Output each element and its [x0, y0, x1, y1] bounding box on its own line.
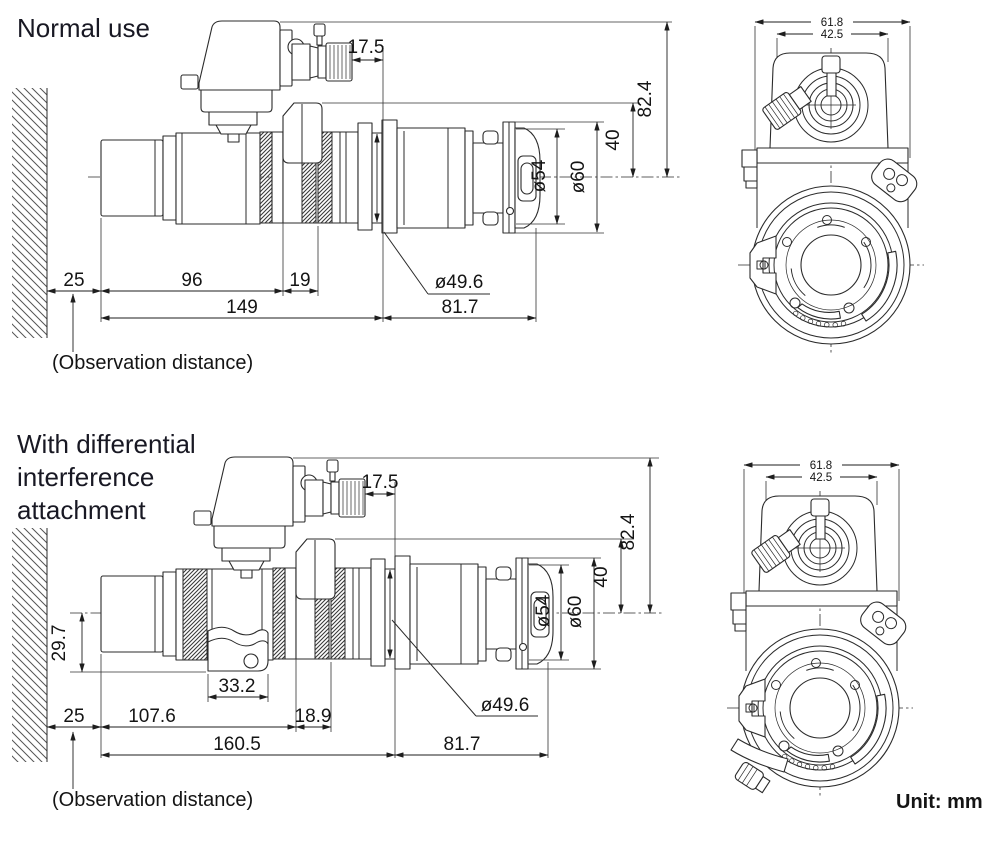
- dim-19: 19: [289, 270, 310, 291]
- flange: [381, 119, 398, 234]
- dim-33-2: 33.2: [219, 676, 256, 697]
- observation-label: (Observation distance): [52, 789, 253, 811]
- dim-42-5: 42.5: [821, 29, 843, 41]
- dim-60: ø60: [568, 161, 589, 194]
- unit-label: Unit: mm: [896, 791, 983, 813]
- dimensions-dic: 25 107.6 18.9 160.5 81.7 17.5 ø49.6 33.2…: [46, 457, 659, 811]
- knurled-knob: [762, 86, 812, 130]
- dim-81-7: 81.7: [442, 297, 479, 318]
- front-view-dic-extras: [730, 738, 789, 794]
- polarizer-ring: [182, 568, 208, 661]
- dim-42-5: 42.5: [810, 472, 832, 484]
- diagram-title-line3: attachment: [17, 495, 146, 525]
- wall-hatch: [12, 528, 48, 762]
- dim-25: 25: [63, 270, 84, 291]
- dim-40: 40: [603, 129, 624, 150]
- normal-use-diagram: Normal use: [12, 13, 924, 374]
- dic-slider-bracket: [207, 626, 269, 672]
- dim-29-7: 29.7: [49, 625, 70, 662]
- dim-82-4: 82.4: [618, 513, 639, 550]
- lens-opening: [800, 234, 862, 296]
- wall-hatch: [12, 88, 48, 338]
- dimensions-normal: 25 96 19 149 81.7 17.5 ø49.6 82.4 40 ø60…: [46, 21, 672, 374]
- dim-54: ø54: [533, 594, 554, 627]
- top-knob: [821, 55, 841, 74]
- front-view: [727, 458, 913, 797]
- dim-60: ø60: [565, 596, 586, 629]
- dim-49-6: ø49.6: [435, 272, 484, 293]
- dim-17-5: 17.5: [348, 37, 385, 58]
- dim-160-5: 160.5: [213, 734, 261, 755]
- dic-diagram: With differential interference attachmen…: [12, 429, 913, 811]
- dim-81-7: 81.7: [444, 734, 481, 755]
- diagram-title-line1: With differential: [17, 429, 196, 459]
- dim-54: ø54: [529, 159, 550, 192]
- left-notch: [749, 235, 777, 295]
- dim-107-6: 107.6: [128, 706, 176, 727]
- side-view-front-section: [88, 132, 680, 225]
- eyepiece-screw: [313, 23, 326, 37]
- dim-17-5: 17.5: [362, 472, 399, 493]
- eyepiece-assembly: [180, 20, 353, 143]
- dim-40: 40: [591, 566, 612, 587]
- dim-61-8: 61.8: [810, 460, 832, 472]
- observation-label: (Observation distance): [52, 352, 253, 374]
- dim-82-4: 82.4: [635, 80, 656, 117]
- dim-49-6: ø49.6: [481, 695, 530, 716]
- dim-61-8: 61.8: [821, 17, 843, 29]
- diagram-title: Normal use: [17, 13, 150, 43]
- dim-96: 96: [181, 270, 202, 291]
- dim-25: 25: [63, 706, 84, 727]
- dim-149: 149: [226, 297, 258, 318]
- dim-18-9: 18.9: [295, 706, 332, 727]
- side-lug: [871, 158, 918, 203]
- diagram-title-line2: interference: [17, 462, 154, 492]
- front-view: [738, 15, 924, 354]
